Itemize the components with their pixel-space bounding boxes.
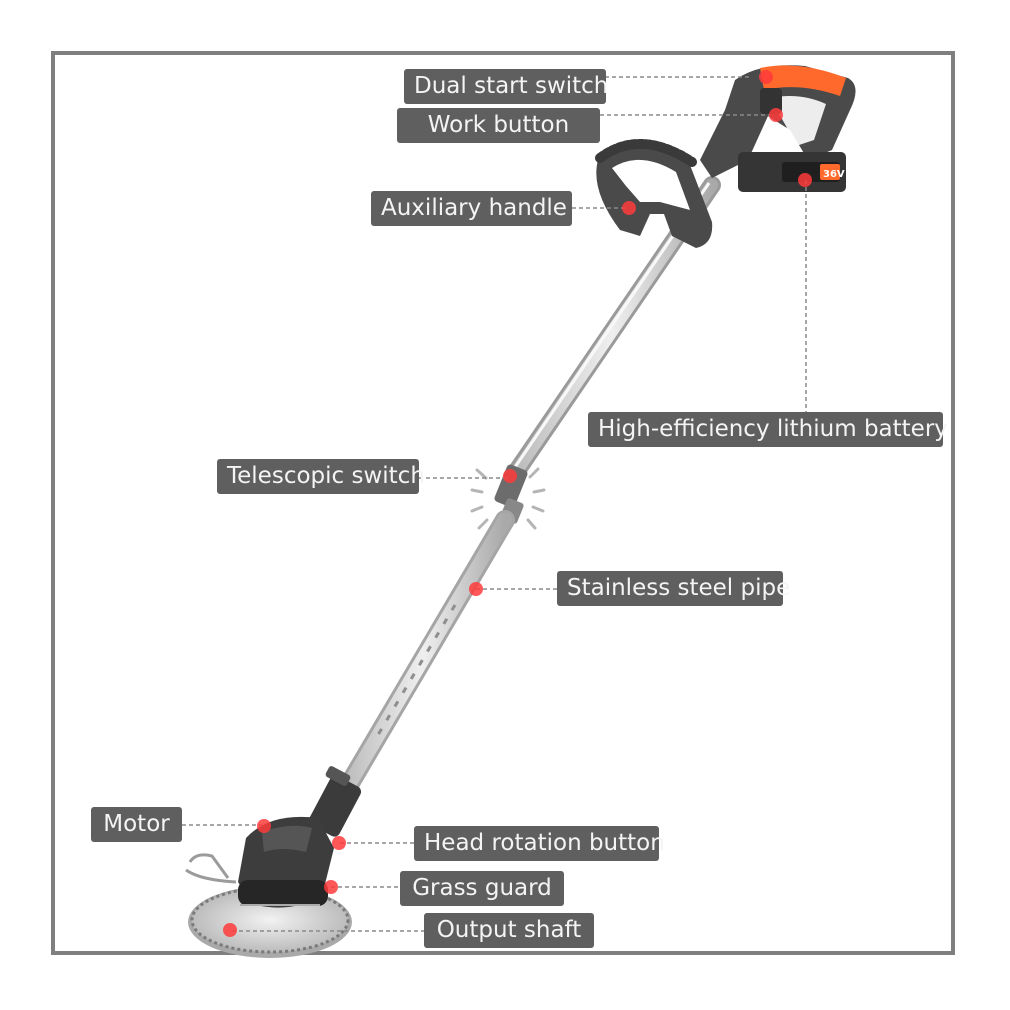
auxiliary-handle-shape	[595, 138, 713, 248]
marker-telescopic-switch	[503, 469, 517, 483]
marker-stainless-steel-pipe	[469, 582, 483, 596]
label-work-button: Work button	[397, 108, 600, 143]
telescopic-joint	[470, 464, 546, 530]
label-telescopic-switch: Telescopic switch	[217, 459, 425, 494]
label-head-rotation-button: Head rotation button	[414, 826, 665, 861]
marker-dual-start-switch	[759, 70, 773, 84]
label-lithium-battery: High-efficiency lithium battery	[588, 412, 948, 447]
marker-head-rotation-button	[332, 836, 346, 850]
lower-pipe	[330, 510, 515, 810]
marker-lithium-battery	[798, 173, 812, 187]
label-stainless-steel-pipe: Stainless steel pipe	[557, 571, 790, 606]
label-auxiliary-handle: Auxiliary handle	[371, 191, 572, 226]
marker-output-shaft	[223, 923, 237, 937]
marker-work-button	[769, 108, 783, 122]
label-output-shaft: Output shaft	[424, 913, 594, 948]
leader-lines	[182, 76, 807, 932]
label-dual-start-switch: Dual start switch	[404, 69, 608, 104]
callout-markers	[223, 70, 812, 937]
marker-grass-guard	[324, 880, 338, 894]
label-grass-guard: Grass guard	[400, 871, 564, 906]
motor-head	[238, 816, 334, 908]
marker-motor	[257, 819, 271, 833]
diagram-frame	[51, 51, 955, 955]
marker-auxiliary-handle	[622, 201, 636, 215]
head-neck	[308, 766, 362, 837]
battery-voltage-text: 36V	[823, 169, 845, 180]
label-motor: Motor	[91, 807, 182, 842]
wire-guard	[185, 853, 237, 884]
battery-pack: 36V	[738, 152, 846, 192]
